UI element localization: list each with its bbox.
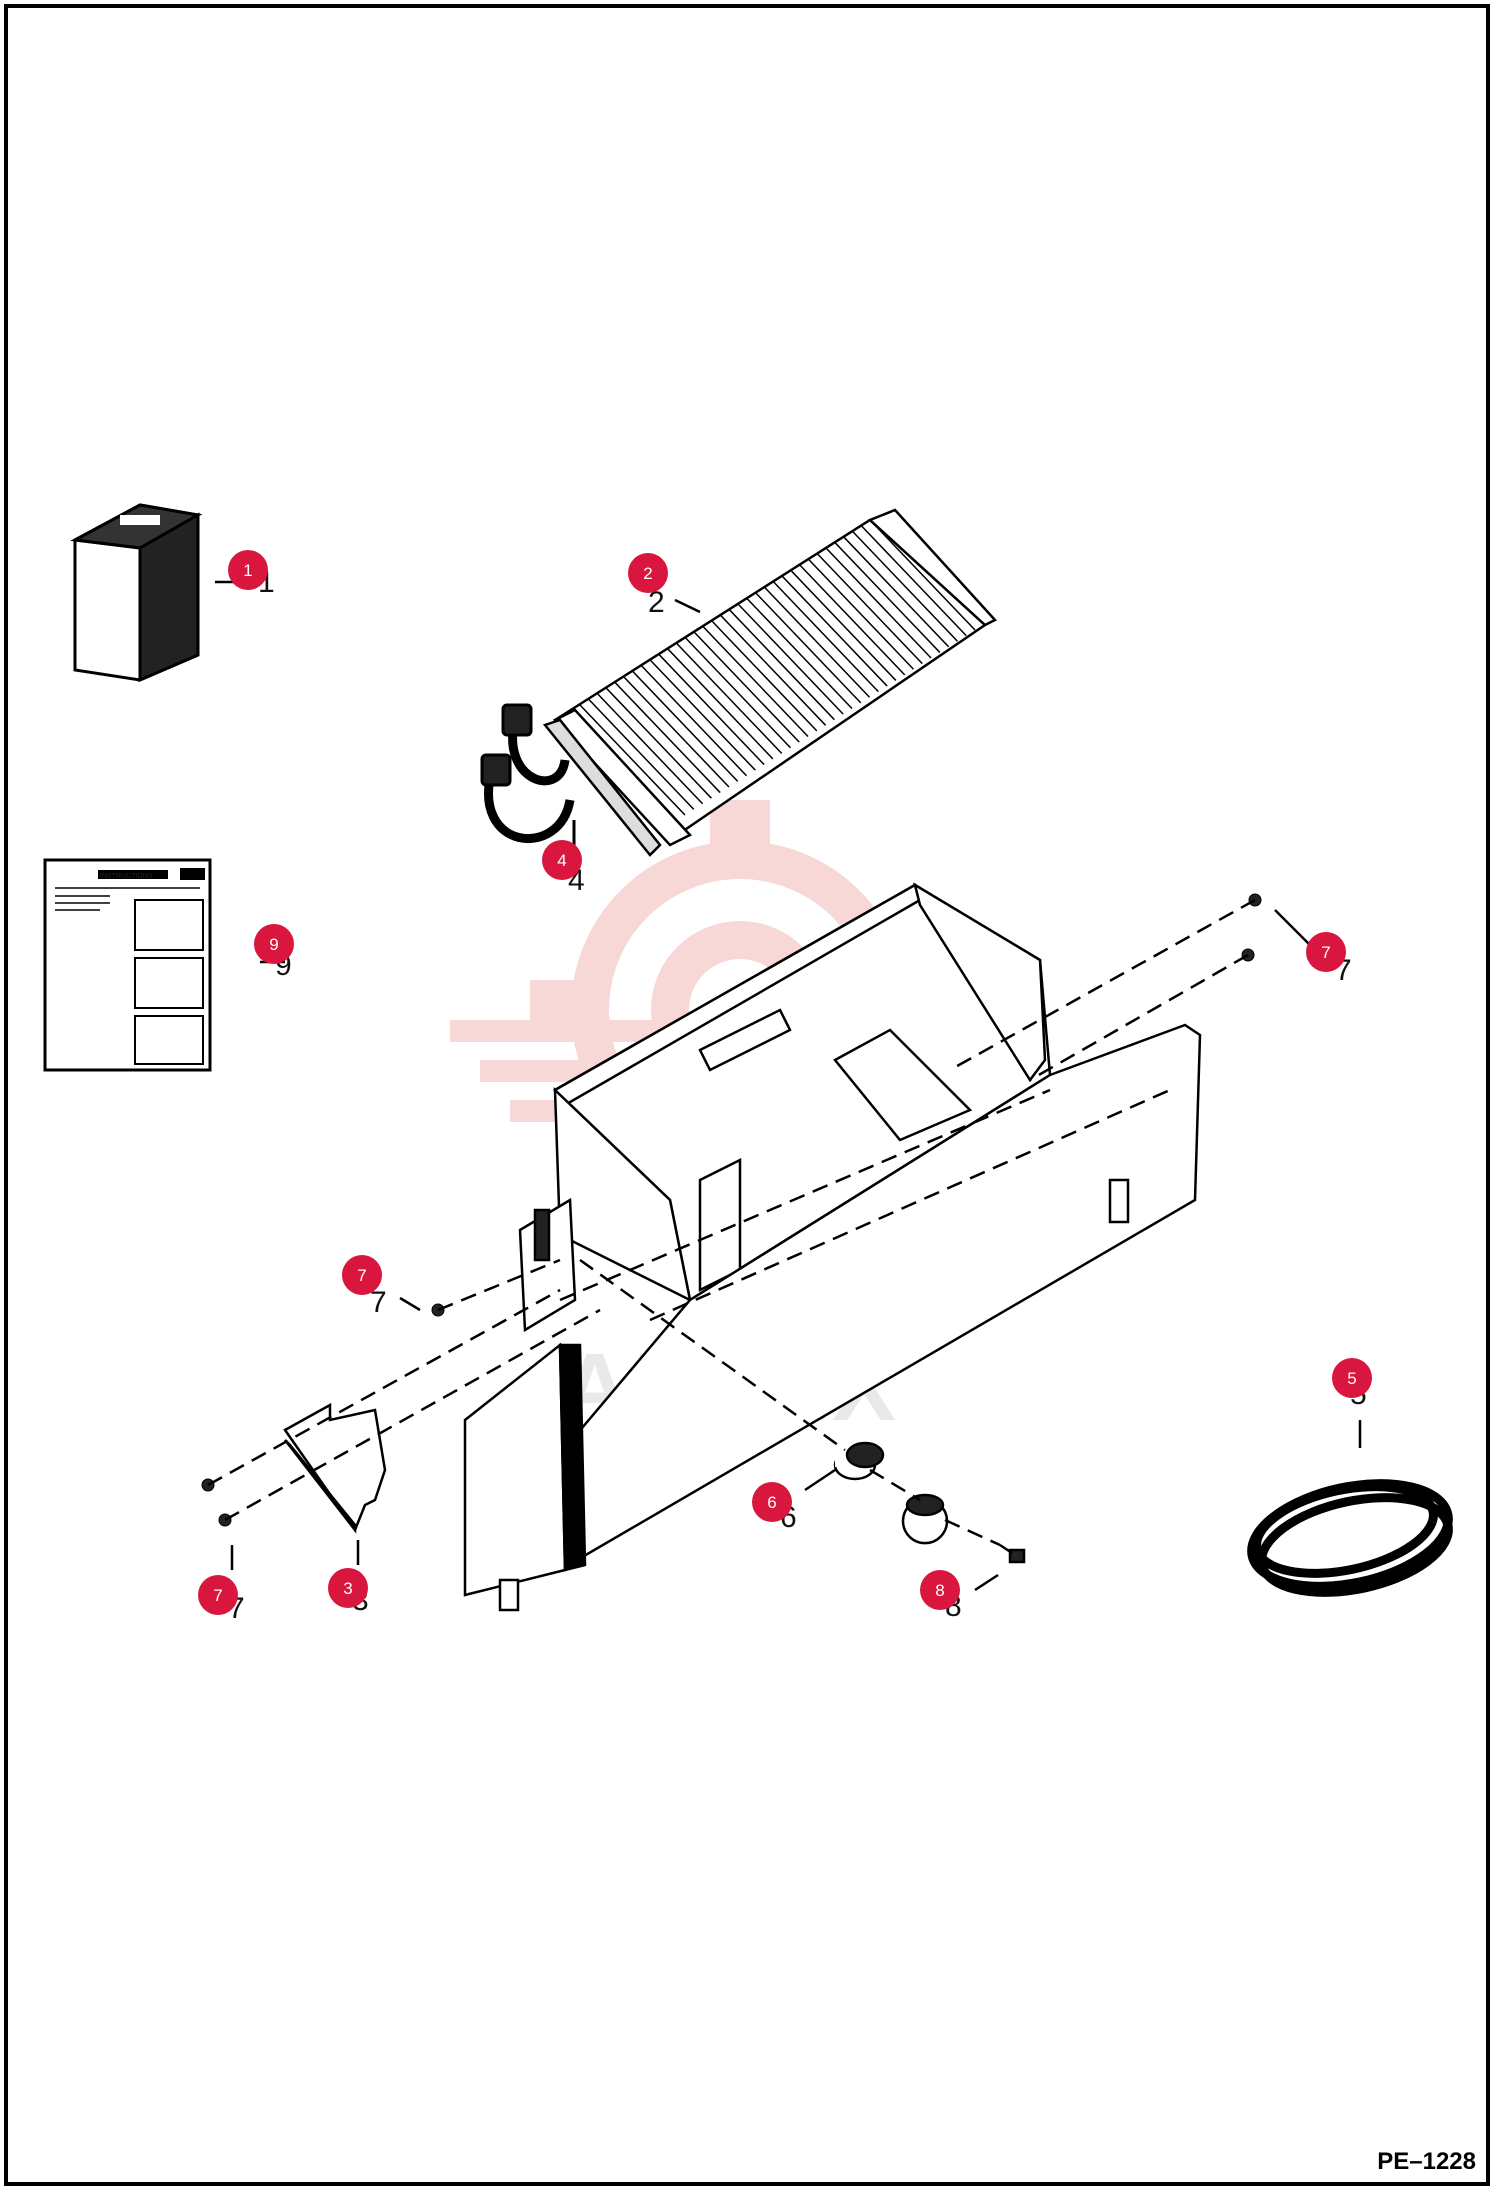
callout-circle <box>1306 932 1346 972</box>
svg-text:7: 7 <box>213 1586 222 1605</box>
base-shroud <box>463 1023 1202 1612</box>
svg-text:1: 1 <box>243 561 252 580</box>
svg-text:4: 4 <box>557 851 566 870</box>
heater-fin <box>807 558 915 670</box>
callout-2[interactable]: 2 <box>628 553 668 593</box>
heater-fin <box>614 682 721 794</box>
heater-fin <box>737 603 844 715</box>
callout-circle <box>542 840 582 880</box>
part-8-screw <box>999 1543 1026 1564</box>
heater-fin <box>816 553 923 665</box>
heater-fin <box>605 687 712 799</box>
callout-circle <box>628 553 668 593</box>
callout-3[interactable]: 3 <box>328 1568 368 1608</box>
heater-housing <box>552 882 1052 1303</box>
svg-text:7: 7 <box>357 1266 366 1285</box>
callout-8[interactable]: 8 <box>920 1570 960 1610</box>
leader-lines <box>215 580 1362 1592</box>
callout-circle <box>752 1482 792 1522</box>
svg-text:8: 8 <box>935 1581 944 1600</box>
reference-code: PE–1228 <box>1377 2148 1476 2175</box>
part-2-heater-core <box>542 508 998 857</box>
heater-fin <box>579 704 686 816</box>
heater-fin <box>588 698 695 810</box>
svg-text:6: 6 <box>767 1493 776 1512</box>
svg-text:3: 3 <box>343 1579 352 1598</box>
heater-fin <box>764 586 871 698</box>
callout-7-middle-left[interactable]: 7 <box>342 1255 382 1295</box>
callout-6[interactable]: 6 <box>752 1482 792 1522</box>
svg-text:7: 7 <box>370 1286 387 1319</box>
heater-fin <box>640 665 748 777</box>
callout-4[interactable]: 4 <box>542 840 582 880</box>
part-3-bracket <box>283 1402 387 1534</box>
callouts: 1 2 3 4 5 6 7 7 <box>198 550 1372 1615</box>
part-9-instruction-sheet: INSTRUCTIONS <box>43 858 212 1072</box>
heater-fin <box>799 564 906 676</box>
svg-text:9: 9 <box>269 935 278 954</box>
callout-7-top-right[interactable]: 7 <box>1306 932 1346 972</box>
heater-fin <box>755 592 862 704</box>
heater-fin <box>702 625 809 738</box>
heater-fin <box>658 654 765 766</box>
sheet-heading: INSTRUCTIONS <box>100 873 153 880</box>
svg-text:7: 7 <box>1321 943 1330 962</box>
heater-fin <box>860 525 967 637</box>
part-5-hose <box>1247 1479 1453 1597</box>
callout-7-bottom-left[interactable]: 7 <box>198 1575 238 1615</box>
heater-fin <box>676 642 783 754</box>
heater-fin <box>623 676 730 788</box>
svg-text:5: 5 <box>1347 1369 1356 1388</box>
callout-9[interactable]: 9 <box>254 924 294 964</box>
callout-circle <box>1332 1358 1372 1398</box>
heater-fin <box>693 631 800 743</box>
heater-fin <box>632 670 739 782</box>
assembly-lines <box>207 898 1256 1547</box>
diagram-frame <box>4 4 1490 2186</box>
heater-fin <box>834 541 941 653</box>
part-1-package <box>70 503 203 683</box>
callout-circle <box>228 550 268 590</box>
callout-circle <box>342 1255 382 1295</box>
heater-fin <box>772 581 879 693</box>
heater-fin <box>851 530 958 642</box>
heater-fin <box>649 659 756 771</box>
heater-fin <box>843 536 950 648</box>
heater-fin <box>869 519 976 631</box>
callout-5[interactable]: 5 <box>1332 1358 1372 1398</box>
heater-fin <box>728 609 835 721</box>
heater-fin <box>790 569 897 681</box>
callout-circle <box>328 1568 368 1608</box>
svg-text:2: 2 <box>643 564 652 583</box>
heater-fin <box>825 547 932 659</box>
callout-circle <box>254 924 294 964</box>
heater-fin <box>711 620 818 732</box>
heater-fin <box>684 637 791 749</box>
part-6-grommet <box>833 1441 885 1481</box>
svg-text:2: 2 <box>648 586 665 619</box>
heater-fin <box>781 575 888 687</box>
callout-circle <box>920 1570 960 1610</box>
heater-fin <box>667 648 774 760</box>
heater-fin <box>720 614 827 726</box>
heater-fin <box>597 693 704 805</box>
callout-1[interactable]: 1 <box>228 550 268 590</box>
callout-circle <box>198 1575 238 1615</box>
part-clamp <box>901 1493 949 1545</box>
heater-fin <box>746 597 853 710</box>
